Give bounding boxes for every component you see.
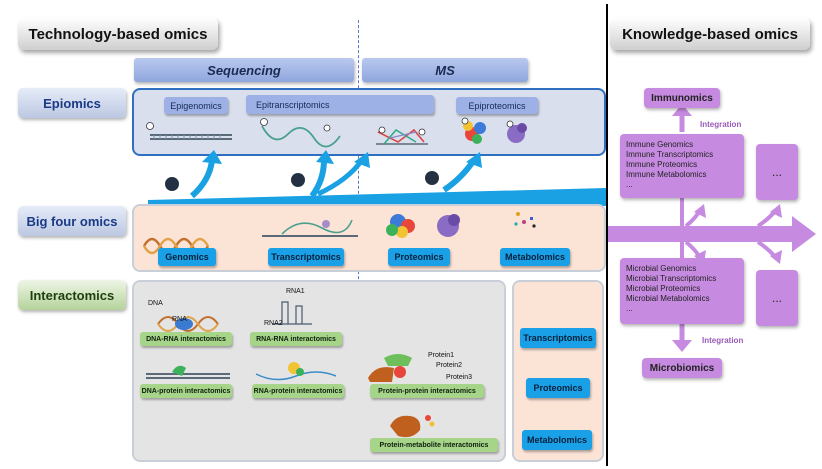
big-four-illustrations	[142, 212, 536, 255]
dna-protein-interactomics-label: DNA-protein interactomics	[140, 384, 232, 398]
sequencing-band: Sequencing	[134, 58, 354, 82]
transcriptomics-label: Transcriptomics	[268, 248, 344, 266]
protein-metabolite-interactomics-label: Protein-metabolite interactomics	[370, 438, 498, 452]
genomics-label: Genomics	[158, 248, 216, 266]
row-label-interactomics: Interactomics	[18, 280, 126, 310]
dna-rna-icon	[157, 316, 219, 332]
epi-rna-interaction-icon	[376, 126, 428, 145]
ms-band: MS	[362, 58, 528, 82]
transcriptomics-rna-icon	[262, 219, 358, 237]
row-label-big-four-omics: Big four omics	[18, 206, 126, 236]
dna-annotation: DNA	[148, 300, 163, 307]
microbial-line: Microbial Metabolomics	[626, 294, 710, 303]
epigenomics-label: Epigenomics	[164, 97, 228, 114]
row-label-epiomics: Epiomics	[18, 88, 126, 118]
epitranscriptomics-rna-icon	[260, 118, 341, 148]
dna-rna-interactomics-label: DNA-RNA interactomics	[140, 332, 232, 346]
microbial-omics-box: Microbial Genomics Microbial Transcripto…	[620, 258, 744, 324]
protein2-annotation: Protein2	[436, 362, 463, 369]
epigenomics-dna-icon	[146, 122, 232, 140]
immune-line: Immune Genomics	[626, 140, 694, 149]
metabolomics-label: Metabolomics	[500, 248, 570, 266]
epiomics-flow-arrows	[148, 150, 606, 208]
protein1-annotation: Protein1	[428, 352, 455, 359]
rna-protein-interactomics-label: RNA-protein interactomics	[252, 384, 344, 398]
microbial-line: ...	[626, 304, 633, 313]
epiomics-illustrations	[146, 117, 527, 148]
epiproteomics-protein-icon	[461, 117, 527, 144]
microbial-line: Microbial Genomics	[626, 264, 697, 273]
side-metabolomics-label: Metabolomics	[522, 430, 592, 450]
metabolomics-molecules-icon	[514, 212, 536, 228]
interactomics-panel	[132, 280, 506, 462]
section-divider	[606, 4, 608, 466]
protein-protein-interactomics-label: Protein-protein interactomics	[370, 384, 484, 398]
rna-rna-interactomics-label: RNA-RNA interactomics	[250, 332, 342, 346]
immune-line: Immune Metabolomics	[626, 170, 707, 179]
dna-protein-icon	[146, 365, 230, 379]
side-transcriptomics-label: Transcriptomics	[520, 328, 596, 348]
immune-line: ...	[626, 180, 633, 189]
immune-more-box: ...	[756, 144, 798, 200]
rna-protein-icon	[255, 362, 337, 381]
protein-metabolite-icon	[390, 415, 435, 438]
protein-protein-icon	[368, 354, 412, 382]
proteomics-label: Proteomics	[388, 248, 450, 266]
side-proteomics-label: Proteomics	[526, 378, 590, 398]
knowledge-arrows	[608, 104, 816, 352]
microbial-line: Microbial Transcriptomics	[626, 274, 717, 283]
microbial-line: Microbial Proteomics	[626, 284, 701, 293]
immune-omics-box: Immune Genomics Immune Transcriptomics I…	[620, 134, 744, 198]
integration-top-label: Integration	[700, 120, 742, 129]
immune-line: Immune Transcriptomics	[626, 150, 714, 159]
microbial-more-box: ...	[756, 270, 798, 326]
interactomics-illustrations	[146, 301, 435, 438]
protein3-annotation: Protein3	[446, 374, 473, 381]
header-knowledge-omics: Knowledge-based omics	[610, 18, 810, 50]
microbiomics-box: Microbiomics	[642, 358, 722, 378]
rna-rna-icon	[272, 301, 312, 325]
immune-line: Immune Proteomics	[626, 160, 698, 169]
immunomics-box: Immunomics	[644, 88, 720, 108]
proteomics-protein-icon	[386, 214, 460, 238]
rna-annotation: RNA	[172, 316, 187, 323]
header-technology-omics: Technology-based omics	[18, 18, 218, 50]
epiproteomics-label: Epiproteomics	[456, 97, 538, 114]
integration-bottom-label: Integration	[702, 336, 744, 345]
rna1-annotation: RNA1	[286, 288, 305, 295]
rna2-annotation: RNA2	[264, 320, 283, 327]
epitranscriptomics-label: Epitranscriptomics	[246, 95, 434, 114]
